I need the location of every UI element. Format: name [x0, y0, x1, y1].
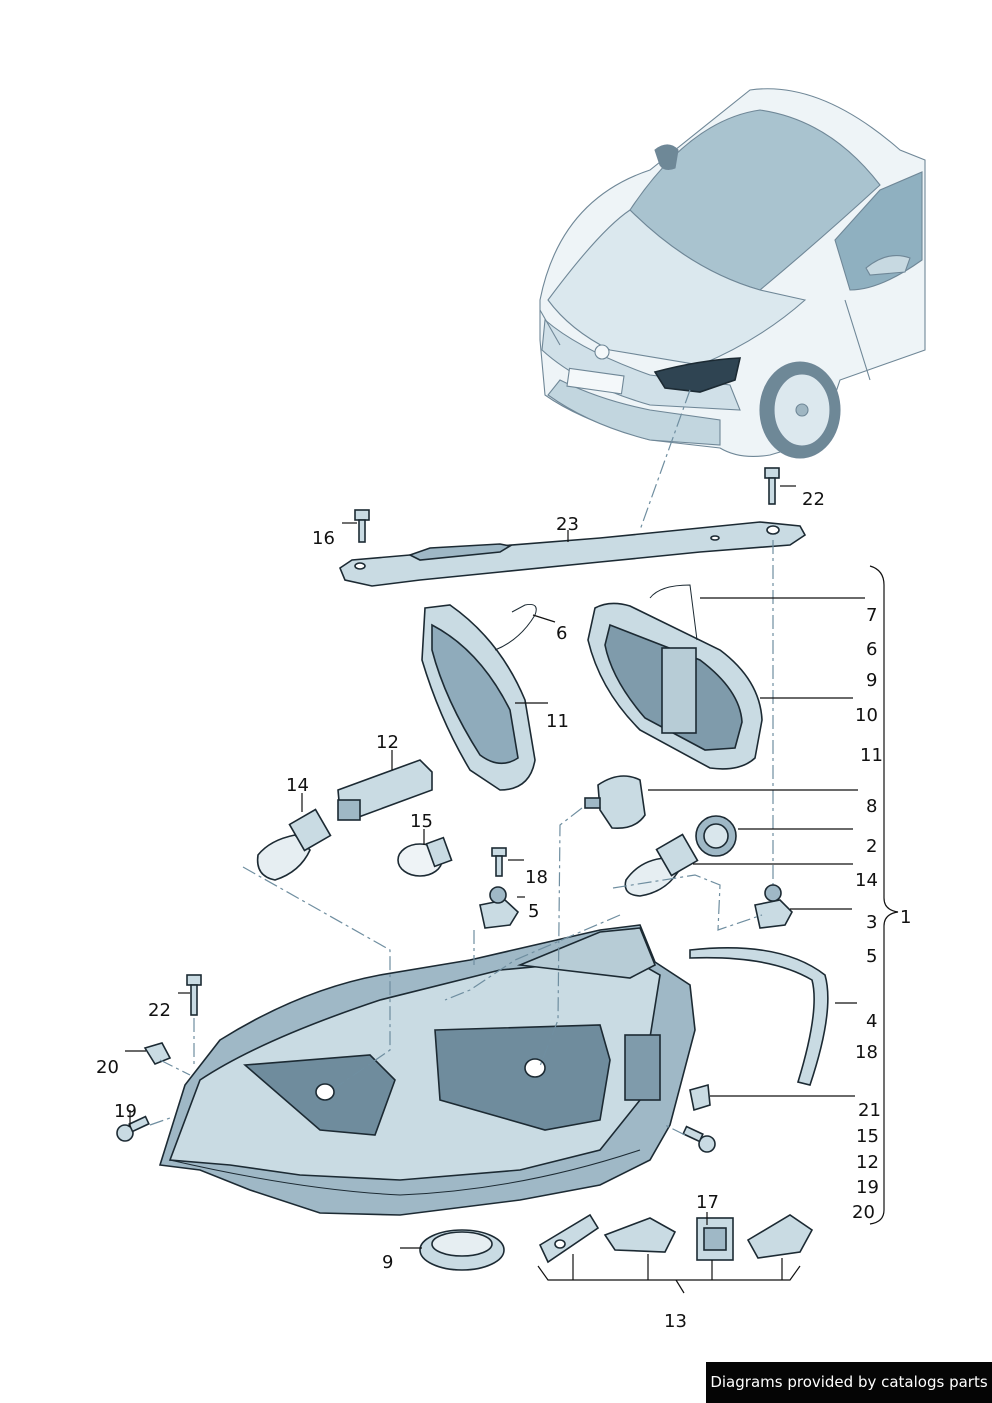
callout-23: 23	[556, 514, 579, 535]
repair-bracket-c-icon	[696, 1217, 734, 1261]
kit-item: 15	[856, 1126, 879, 1147]
bulb-15-icon	[397, 836, 453, 877]
kit-item: 3	[866, 912, 877, 933]
kit-item: 9	[866, 670, 877, 691]
kit-item: 4	[866, 1011, 877, 1032]
cover-cap-9-icon	[419, 1229, 505, 1271]
callout-5: 5	[528, 901, 539, 922]
cover-seal-right	[587, 602, 763, 770]
kit-item: 11	[860, 745, 883, 766]
mounting-bracket	[339, 521, 807, 587]
callout-12: 12	[376, 732, 399, 753]
kit-item: 18	[855, 1042, 878, 1063]
callout-16: 16	[312, 528, 335, 549]
callout-17: 17	[696, 1192, 719, 1213]
callout-1: 1	[900, 907, 911, 928]
callout-14-left: 14	[286, 775, 309, 796]
callout-9: 9	[382, 1252, 393, 1273]
callout-15: 15	[410, 811, 433, 832]
nut-20-icon	[143, 1042, 172, 1065]
screw-18-icon	[491, 847, 507, 877]
callout-6-left: 6	[556, 623, 567, 644]
clip-3-icon	[754, 884, 793, 929]
kit-item: 21	[858, 1100, 881, 1121]
kit-item: 14	[855, 870, 878, 891]
callout-22-bottom: 22	[148, 1000, 171, 1021]
clip-5-icon	[479, 886, 520, 929]
wire-clip-6-icon	[494, 604, 537, 651]
callout-leaders	[125, 485, 899, 1294]
callout-labels: 23 22 16 6 11 12 14 15 18 5 22 20 19 9 1…	[96, 489, 911, 1332]
kit-item: 12	[856, 1152, 879, 1173]
credit-banner: Diagrams provided by catalogs parts	[706, 1362, 992, 1403]
repair-bracket-a-icon	[538, 1213, 600, 1264]
headlight-housing	[158, 924, 696, 1216]
callout-22-top: 22	[802, 489, 825, 510]
callout-11-left: 11	[546, 711, 569, 732]
lamp-8-icon	[584, 775, 646, 830]
kit-item: 5	[866, 946, 877, 967]
kit-item: 19	[856, 1177, 879, 1198]
trim-strip-4	[689, 946, 829, 1086]
callout-20: 20	[96, 1057, 119, 1078]
bolt-16-icon	[354, 509, 370, 543]
repair-bracket-b-icon	[603, 1217, 677, 1253]
nut-21-icon	[689, 1083, 711, 1112]
bulb-14-right-icon	[624, 833, 699, 897]
kit-item: 6	[866, 639, 877, 660]
screw-right-icon	[682, 1125, 716, 1153]
callout-18: 18	[525, 867, 548, 888]
kit-item: 7	[866, 605, 877, 626]
kit-part-list: 7 6 9 10 11 8 2 14 3 5 4 18 21 15 12 19 …	[852, 605, 883, 1223]
screw-19-icon	[116, 1115, 150, 1142]
vehicle-front-illustration	[539, 88, 926, 459]
kit-item: 8	[866, 796, 877, 817]
repair-bracket-d-icon	[746, 1214, 814, 1259]
assembly-dashed-lines	[149, 807, 763, 1136]
bolt-22-top-icon	[764, 467, 780, 505]
callout-13: 13	[664, 1311, 687, 1332]
wire-clip-7-icon	[649, 584, 698, 641]
bulb-14-left-icon	[256, 808, 332, 881]
cover-seal-left	[421, 604, 536, 791]
kit-item: 2	[866, 836, 877, 857]
kit-item: 20	[852, 1202, 875, 1223]
cap-2-icon	[695, 815, 737, 857]
connector-12-icon	[337, 759, 433, 821]
callout-19: 19	[114, 1101, 137, 1122]
bolt-22-bottom-icon	[186, 974, 202, 1016]
kit-item: 10	[855, 705, 878, 726]
